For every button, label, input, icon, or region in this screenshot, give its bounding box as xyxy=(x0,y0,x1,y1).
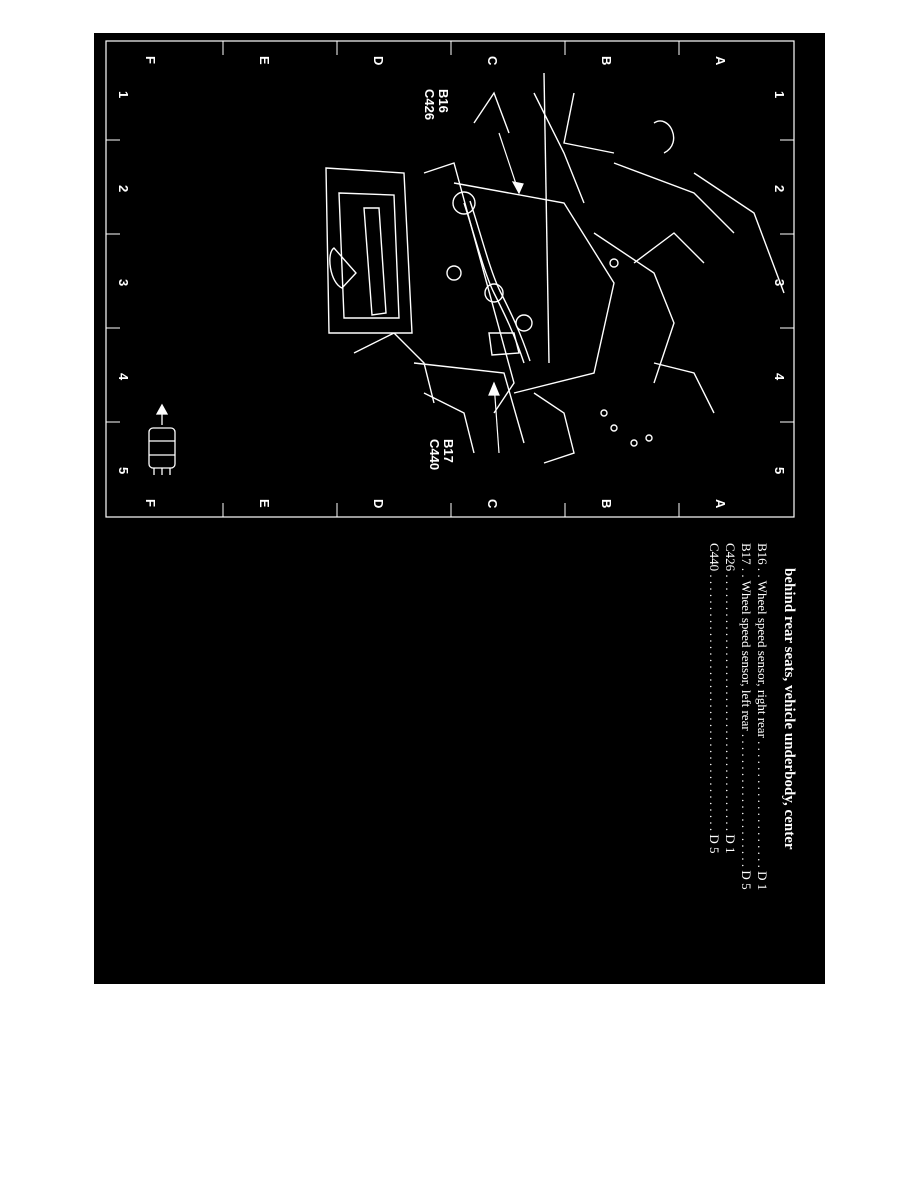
grid-row-label-left: B xyxy=(599,56,614,66)
legend-title: behind rear seats, vehicle underbody, ce… xyxy=(781,568,797,850)
grid-row-label-right: E xyxy=(257,499,272,508)
legend-row-c440: C440 . . . . . . . . . . . . . . . . . .… xyxy=(707,543,722,854)
grid-col-label-top: 1 xyxy=(116,91,131,99)
grid-row-label-right: A xyxy=(713,499,728,509)
grid-col-label-bottom: 4 xyxy=(772,373,787,381)
grid-col-label-top: 3 xyxy=(116,279,131,287)
grid-row-label-left: D xyxy=(371,56,386,66)
grid-row-label-right: B xyxy=(599,499,614,509)
callout-c426: C426 xyxy=(422,89,437,121)
grid-row-label-left: E xyxy=(257,56,272,65)
grid-col-label-bottom: 2 xyxy=(772,185,787,193)
grid-row-label-left: A xyxy=(713,56,728,66)
callout-b16: B16 xyxy=(436,89,451,113)
vehicle-orientation-icon xyxy=(148,403,176,475)
grid-col-label-bottom: 3 xyxy=(772,279,787,287)
grid-row-label-right: D xyxy=(371,499,386,509)
grid-col-label-top: 2 xyxy=(116,185,131,193)
callout-b17: B17 xyxy=(441,439,456,463)
underbody-illustration xyxy=(325,72,785,464)
grid-row-label-left: F xyxy=(143,56,158,64)
legend-row-c426: C426 . . . . . . . . . . . . . . . . . .… xyxy=(723,543,738,854)
grid-row-label-right: C xyxy=(485,499,500,509)
grid-col-label-bottom: 5 xyxy=(772,467,787,475)
callout-c440: C440 xyxy=(427,439,442,471)
grid-row-label-right: F xyxy=(143,499,158,507)
legend-row-b16: B16 . . Wheel speed sensor, right rear .… xyxy=(755,543,770,891)
grid-ticks xyxy=(106,41,794,517)
grid-col-label-top: 5 xyxy=(116,467,131,475)
legend-row-b17: B17 . . Wheel speed sensor, left rear . … xyxy=(739,543,754,890)
grid-row-label-left: C xyxy=(485,56,500,66)
wiring-location-drawing xyxy=(105,40,795,518)
diagram-plate: F E D C B A F E D C B A 1 2 3 4 5 1 2 3 … xyxy=(94,33,825,984)
grid-frame xyxy=(105,40,795,518)
grid-col-label-top: 4 xyxy=(116,373,131,381)
callout-pointers xyxy=(488,132,524,454)
grid-col-label-bottom: 1 xyxy=(772,91,787,99)
